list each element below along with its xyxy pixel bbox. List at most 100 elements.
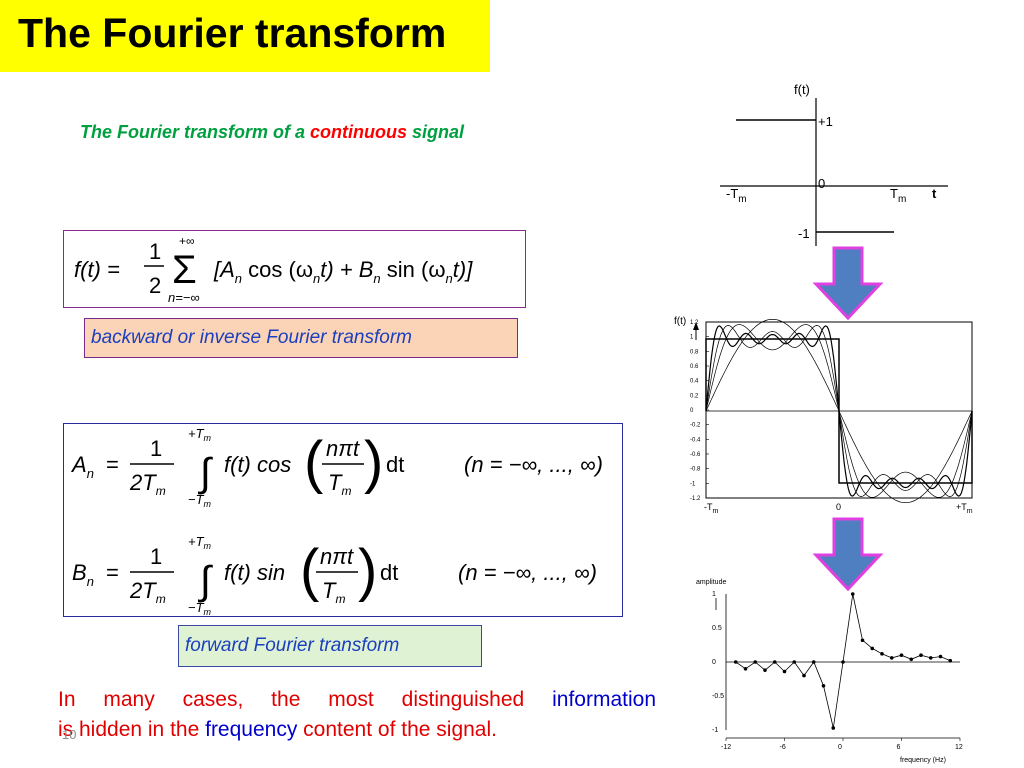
spectrum-point xyxy=(899,653,904,657)
spectrum-ylabel: amplitude xyxy=(696,579,726,586)
svg-text:(: ( xyxy=(304,430,323,495)
spectrum-xtick: 6 xyxy=(897,744,901,751)
series-x-neg: -Tm xyxy=(704,502,719,515)
spectrum-ytick: 0.5 xyxy=(712,625,722,632)
spectrum-xlabel: frequency (Hz) xyxy=(900,757,946,764)
spectrum-point xyxy=(928,656,933,660)
spectrum-xtick: 12 xyxy=(955,744,963,751)
square-pos-tm: Tm xyxy=(890,186,906,205)
spectrum-point xyxy=(753,660,758,664)
spectrum-point xyxy=(743,667,748,671)
square-wave-figure: f(t) +1 -1 0 -Tm Tm t xyxy=(720,82,948,246)
eq-sigma: Σ xyxy=(172,248,197,292)
spectrum-marks xyxy=(733,592,953,730)
bn-frac-num: 1 xyxy=(150,544,162,569)
title-banner xyxy=(0,0,490,72)
spectrum-point xyxy=(733,660,738,664)
bn-npt: nπt xyxy=(320,544,354,569)
series-ytick: -0.6 xyxy=(690,452,701,458)
an-dt: dt xyxy=(386,452,404,477)
series-ytick: 0.4 xyxy=(690,379,699,385)
subtitle-prefix: The Fourier transform of a xyxy=(80,122,311,142)
spectrum-point xyxy=(880,652,884,656)
svg-text:): ) xyxy=(358,538,377,603)
series-ytick: 1.2 xyxy=(690,320,699,326)
bn-lhs: Bn xyxy=(72,560,94,589)
spectrum-point xyxy=(802,673,806,678)
spectrum-ytick: 0 xyxy=(712,659,716,666)
spectrum-point xyxy=(792,660,797,664)
an-frac-den: 2Tm xyxy=(129,470,166,498)
square-plus1: +1 xyxy=(818,114,833,129)
an-integral: ∫ xyxy=(198,451,214,495)
bn-dt: dt xyxy=(380,560,398,585)
an-integrand: f(t) cos xyxy=(224,452,291,477)
square-zero: 0 xyxy=(818,176,825,191)
eq-body: [A xyxy=(213,257,235,282)
bottom-text-line2: is hidden in the frequency content of th… xyxy=(58,718,497,741)
eq-sum-lower: n=−∞ xyxy=(168,290,200,305)
series-ytick: -1 xyxy=(690,481,696,487)
eq-frac-den: 2 xyxy=(149,273,161,298)
series-ytick: 0.8 xyxy=(690,349,699,355)
series-curves xyxy=(705,318,973,504)
eq-lhs: f(t) = xyxy=(74,257,120,282)
an-upper-limit: +Tm xyxy=(188,426,212,443)
an-lower-limit: −Tm xyxy=(188,492,212,509)
an-range: (n = −∞, ..., ∞) xyxy=(464,452,603,477)
bn-upper-limit: +Tm xyxy=(188,534,212,551)
square-neg-tm: -Tm xyxy=(726,186,747,205)
forward-transform-label: forward Fourier transform xyxy=(178,625,482,667)
slide-subtitle: The Fourier transform of a continuous si… xyxy=(80,122,464,143)
series-x-zero: 0 xyxy=(836,502,841,512)
inverse-transform-equation: f(t) = 1 2 +∞ Σ n=−∞ [An cos (ωnt) + Bn … xyxy=(63,230,526,308)
an-tm: Tm xyxy=(328,470,351,498)
spectrum-point xyxy=(772,660,777,664)
spectrum-point xyxy=(763,668,767,672)
spectrum-point xyxy=(909,657,914,662)
svg-text:(: ( xyxy=(300,538,319,603)
down-arrow-1 xyxy=(812,246,884,321)
an-frac-num: 1 xyxy=(150,436,162,461)
spectrum-point xyxy=(948,658,953,663)
series-ytick: -1.2 xyxy=(690,496,701,502)
spectrum-point xyxy=(870,646,875,651)
eq-frac-num: 1 xyxy=(149,239,161,264)
spectrum-ytick: -0.5 xyxy=(712,693,724,700)
series-partial-sum xyxy=(705,325,973,497)
bn-integrand: f(t) sin xyxy=(224,560,285,585)
bn-range: (n = −∞, ..., ∞) xyxy=(458,560,597,585)
svg-text:): ) xyxy=(364,430,383,495)
series-yticks: 1.210.80.60.40.20-0.2-0.4-0.6-0.8-1-1.2 xyxy=(690,320,709,502)
series-ytick: -0.2 xyxy=(690,423,701,429)
spectrum-chart: amplitude frequency (Hz) 10.50-0.5-1-12-… xyxy=(696,579,963,764)
series-x-pos: +Tm xyxy=(956,502,973,515)
page-number: 10 xyxy=(62,727,77,742)
subtitle-suffix: signal xyxy=(407,122,465,142)
bn-integral: ∫ xyxy=(198,559,214,603)
subtitle-emphasis: continuous xyxy=(310,122,408,142)
bottom-text-line1: In many cases, the most distinguished in… xyxy=(58,688,656,711)
spectrum-point xyxy=(821,684,826,688)
series-ylabel: f(t) xyxy=(674,316,686,327)
spectrum-point xyxy=(811,660,816,664)
an-lhs: An xyxy=(70,452,94,481)
series-ytick: 1 xyxy=(690,335,694,341)
backward-transform-label: backward or inverse Fourier transform xyxy=(84,318,518,358)
series-ytick: 0.6 xyxy=(690,364,699,370)
svg-text:=: = xyxy=(106,560,119,585)
spectrum-point xyxy=(831,726,836,730)
spectrum-ytick: -1 xyxy=(712,727,718,734)
spectrum-point xyxy=(860,638,865,643)
spectrum-point xyxy=(850,592,855,596)
series-ytick: -0.8 xyxy=(690,467,701,473)
forward-transform-equations: An = 1 2Tm +Tm ∫ −Tm f(t) cos ( nπt Tm )… xyxy=(63,423,623,617)
inverse-equation-svg: f(t) = 1 2 +∞ Σ n=−∞ [An cos (ωnt) + Bn … xyxy=(74,234,473,305)
spectrum-xtick: -6 xyxy=(780,744,786,751)
series-ytick: -0.4 xyxy=(690,437,701,443)
square-t-label: t xyxy=(932,186,937,201)
svg-text:[An cos (ωnt) + Bn sin (ωnt)]: [An cos (ωnt) + Bn sin (ωnt)] xyxy=(213,257,473,286)
bn-frac-den: 2Tm xyxy=(129,578,166,606)
svg-text:=: = xyxy=(106,452,119,477)
